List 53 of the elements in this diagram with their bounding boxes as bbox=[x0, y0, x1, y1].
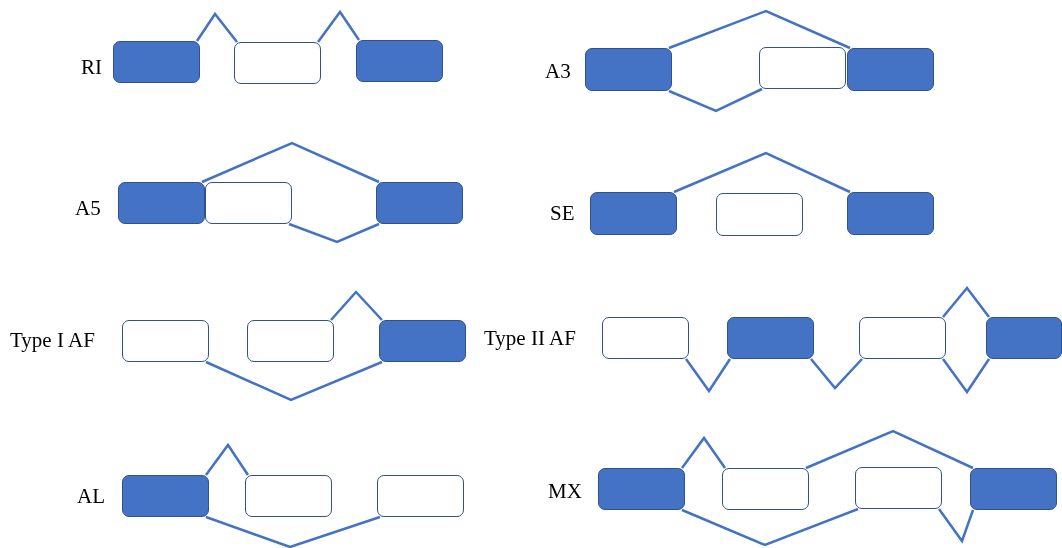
exon-box bbox=[759, 47, 846, 89]
splice-junction-line bbox=[288, 222, 380, 244]
exon-box bbox=[247, 320, 334, 362]
event-label: A3 bbox=[545, 61, 571, 82]
exon-block bbox=[598, 468, 685, 510]
splice-junction-line bbox=[205, 515, 381, 548]
splice-junction-line bbox=[938, 508, 975, 544]
exon-block bbox=[379, 320, 466, 362]
exon-block bbox=[847, 48, 934, 91]
splice-junction-line bbox=[330, 290, 383, 321]
splice-junction-line bbox=[205, 442, 250, 476]
splice-junction-line bbox=[685, 358, 732, 394]
exon-box bbox=[855, 467, 942, 509]
exon-block bbox=[986, 317, 1062, 359]
splice-junction-line bbox=[681, 507, 859, 547]
splice-junction-line bbox=[205, 360, 383, 402]
exon-box bbox=[859, 317, 946, 359]
splice-junction-line bbox=[942, 286, 990, 318]
splice-junction-line bbox=[201, 141, 380, 184]
splice-junction-line bbox=[668, 9, 851, 50]
exon-box bbox=[205, 182, 292, 224]
exon-box bbox=[234, 42, 321, 84]
exon-block bbox=[356, 40, 443, 82]
splice-junction-line bbox=[681, 435, 727, 469]
event-label: SE bbox=[550, 203, 575, 224]
event-label: Type II AF bbox=[484, 328, 576, 349]
exon-box bbox=[716, 193, 803, 236]
exon-box bbox=[377, 475, 464, 517]
exon-block bbox=[970, 468, 1057, 510]
splice-junction-line bbox=[673, 151, 851, 194]
splice-junction-line bbox=[942, 358, 991, 395]
splice-junction-line bbox=[668, 87, 763, 113]
exon-block bbox=[590, 192, 677, 235]
exon-box bbox=[245, 475, 332, 517]
exon-block bbox=[118, 182, 205, 224]
event-label: A5 bbox=[75, 198, 101, 219]
exon-block bbox=[122, 475, 209, 517]
splice-junction-line bbox=[805, 429, 974, 470]
splice-junction-line bbox=[195, 11, 238, 43]
exon-box bbox=[122, 320, 209, 362]
exon-block bbox=[847, 192, 934, 235]
exon-block bbox=[585, 48, 672, 91]
event-label: AL bbox=[77, 486, 105, 507]
exon-box bbox=[602, 317, 689, 359]
event-label: MX bbox=[548, 481, 582, 502]
exon-block bbox=[727, 317, 814, 359]
exon-block bbox=[113, 41, 200, 83]
exon-box bbox=[722, 468, 809, 510]
event-label: RI bbox=[81, 57, 102, 78]
event-label: Type I AF bbox=[10, 330, 95, 351]
splice-junction-line bbox=[317, 9, 361, 43]
splice-junction-line bbox=[810, 358, 863, 390]
exon-block bbox=[376, 182, 463, 224]
